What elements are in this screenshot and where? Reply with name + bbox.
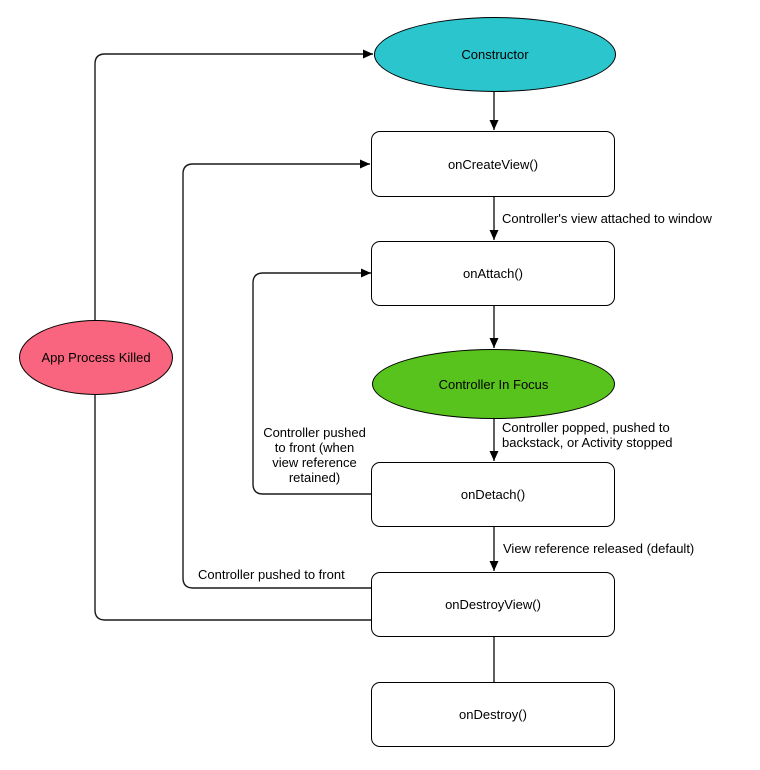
node-constructor-label: Constructor <box>461 47 529 62</box>
edge-label-pushed-to-front: Controller pushed to front <box>198 567 345 582</box>
edge-label-view-attached: Controller's view attached to window <box>502 211 712 226</box>
node-app-process-killed: App Process Killed <box>19 320 173 395</box>
node-controller-in-focus-label: Controller In Focus <box>438 376 549 392</box>
node-oncreateview: onCreateView() <box>371 131 615 197</box>
node-oncreateview-label: onCreateView() <box>447 156 539 172</box>
node-ondetach-label: onDetach() <box>460 487 526 502</box>
node-controller-in-focus: Controller In Focus <box>372 349 615 419</box>
edge-label-pushed-to-front-retained: Controller pushed to front (when view re… <box>263 425 366 485</box>
edge-label-controller-popped: Controller popped, pushed to backstack, … <box>502 420 673 450</box>
node-ondestroy: onDestroy() <box>371 682 615 747</box>
node-app-process-killed-label: App Process Killed <box>41 350 151 365</box>
node-ondestroy-label: onDestroy() <box>459 707 527 722</box>
node-onattach-label: onAttach() <box>463 266 523 281</box>
node-ondetach: onDetach() <box>371 462 615 527</box>
node-constructor: Constructor <box>374 17 616 92</box>
node-ondestroyview-label: onDestroyView() <box>445 597 541 612</box>
edge-label-view-released: View reference released (default) <box>503 541 695 556</box>
connector-ondestroyview-to-oncreateview-loop <box>182 159 372 589</box>
node-onattach: onAttach() <box>371 241 615 306</box>
connector-ondetach-to-onattach-loop <box>252 268 372 495</box>
node-ondestroyview: onDestroyView() <box>371 572 615 637</box>
